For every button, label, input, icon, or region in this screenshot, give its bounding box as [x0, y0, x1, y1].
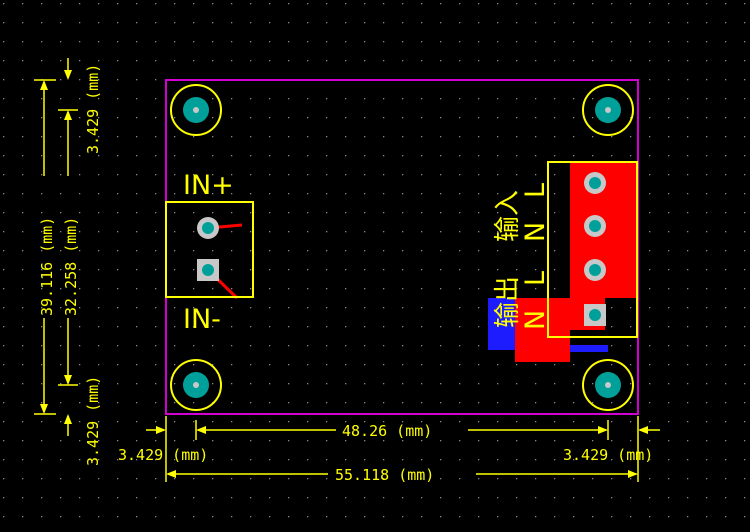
dim-margin-bottom	[64, 414, 72, 436]
label-in-minus: IN-	[183, 304, 221, 335]
dim-label-margin-left: 3.429 (mm)	[118, 446, 208, 464]
mounting-hole-bottom-right	[582, 359, 634, 411]
mounting-hole-top-left	[170, 84, 222, 136]
dim-label-margin-right: 3.429 (mm)	[563, 446, 653, 464]
label-pin-n-bottom: N	[520, 310, 551, 330]
dim-label-inner-height: 32.258 (mm)	[62, 217, 80, 316]
dim-label-margin-top: 3.429 (mm)	[84, 64, 102, 154]
label-pin-n-top: N	[520, 222, 551, 242]
dim-label-inner-width: 48.26 (mm)	[342, 422, 432, 440]
dim-label-total-width: 55.118 (mm)	[335, 466, 434, 484]
dim-label-total-height: 39.116 (mm)	[38, 217, 56, 316]
input-connector	[165, 201, 254, 298]
label-output-cn: 输出	[493, 276, 523, 328]
dim-label-margin-bottom: 3.429 (mm)	[84, 376, 102, 466]
dim-margin-top	[64, 58, 72, 80]
dim-inner-height	[58, 109, 78, 386]
label-in-plus: IN+	[183, 170, 234, 201]
dim-total-width	[165, 416, 639, 482]
dim-inner-width	[195, 420, 609, 440]
label-pin-l-top: L	[520, 183, 551, 198]
output-pin-labels: L N L N 输入 输出	[493, 183, 551, 330]
dim-margin-right	[638, 426, 660, 434]
label-input-cn: 输入	[493, 190, 523, 242]
mounting-hole-top-right	[582, 84, 634, 136]
label-pin-l-bottom: L	[520, 271, 551, 286]
mounting-hole-bottom-left	[170, 359, 222, 411]
output-connector	[547, 161, 638, 338]
dim-total-height	[34, 79, 56, 415]
dim-margin-left	[146, 426, 166, 434]
